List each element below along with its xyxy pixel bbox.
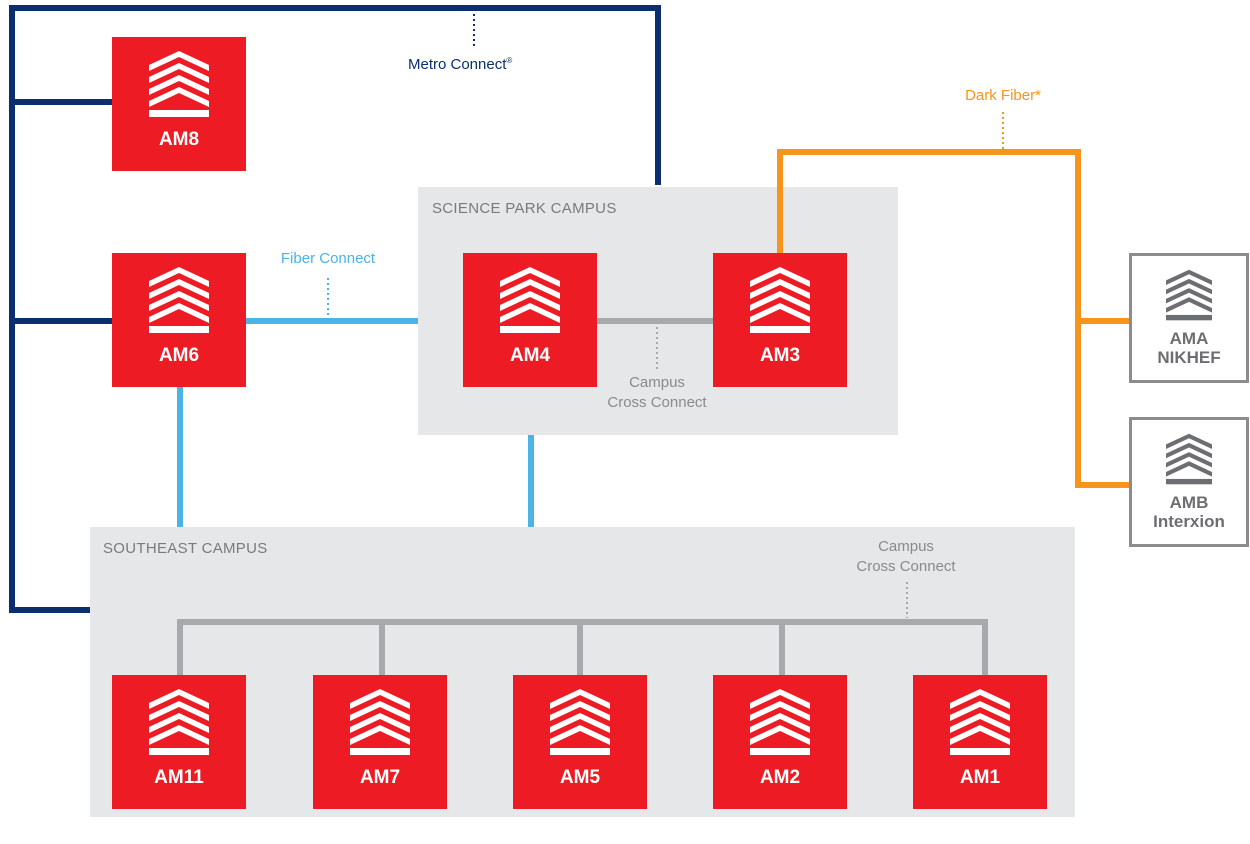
datacenter-am11[interactable]: AM11 [112,675,246,809]
cross-connect-line1: Campus [629,374,685,391]
fiber-connect-lines [177,318,534,527]
datacenter-am6[interactable]: AM6 [112,253,246,387]
stacked-building-icon [1166,433,1212,485]
datacenter-am1[interactable]: AM1 [913,675,1047,809]
datacenter-label: AM1 [959,767,1001,788]
stacked-building-icon [550,689,610,755]
datacenter-label: AM2 [759,767,801,788]
cross-connect-line2: Cross Connect [856,558,956,575]
external-site-label: AMA NIKHEF [1157,329,1220,367]
datacenter-am4[interactable]: AM4 [463,253,597,387]
external-site-amb-interxion[interactable]: AMB Interxion [1129,417,1249,547]
cross-connect-line2: Cross Connect [607,394,707,411]
stacked-building-icon [950,689,1010,755]
datacenter-label: AM11 [154,767,204,788]
stacked-building-icon [750,267,810,333]
stacked-building-icon [149,51,209,117]
datacenter-label: AM3 [759,345,801,366]
science-park-campus-title: SCIENCE PARK CAMPUS [432,200,617,217]
stacked-building-icon [149,689,209,755]
datacenter-label: AM6 [158,345,200,366]
cross-connect-lines [177,318,988,675]
stacked-building-icon [750,689,810,755]
external-site-name: Interxion [1153,512,1225,531]
datacenter-label: AM5 [559,767,601,788]
campus-cross-connect-label-science-park: Campus Cross Connect [597,373,717,413]
datacenter-label: AM8 [158,129,200,150]
metro-connect-label: Metro Connect® [408,51,548,75]
dark-fiber-lines [777,149,1130,488]
external-site-code: AMA [1169,329,1209,348]
datacenter-am8[interactable]: AM8 [112,37,246,171]
datacenter-am7[interactable]: AM7 [313,675,447,809]
stacked-building-icon [500,267,560,333]
metro-connect-loop [9,5,661,613]
stacked-building-icon [350,689,410,755]
stacked-building-icon [149,267,209,333]
fiber-connect-label: Fiber Connect [280,250,376,267]
external-site-code: AMB [1169,493,1209,512]
dark-fiber-am3-link [777,149,1130,488]
cross-connect-line1: Campus [878,538,934,555]
external-site-ama-nikhef[interactable]: AMA NIKHEF [1129,253,1249,383]
external-site-name: NIKHEF [1157,348,1221,367]
metro-connect-text: Metro Connect [408,56,507,73]
stacked-building-icon [1166,269,1212,321]
southeast-campus-title: SOUTHEAST CAMPUS [103,540,268,557]
datacenter-label: AM7 [359,767,401,788]
datacenter-am5[interactable]: AM5 [513,675,647,809]
external-site-label: AMB Interxion [1153,493,1225,531]
datacenter-am2[interactable]: AM2 [713,675,847,809]
datacenter-label: AM4 [509,345,551,366]
metro-connect-lines [9,5,661,613]
campus-cross-connect-label-southeast: Campus Cross Connect [846,537,966,577]
datacenter-am3[interactable]: AM3 [713,253,847,387]
registered-mark: ® [506,56,513,65]
dark-fiber-label: Dark Fiber* [965,87,1041,104]
